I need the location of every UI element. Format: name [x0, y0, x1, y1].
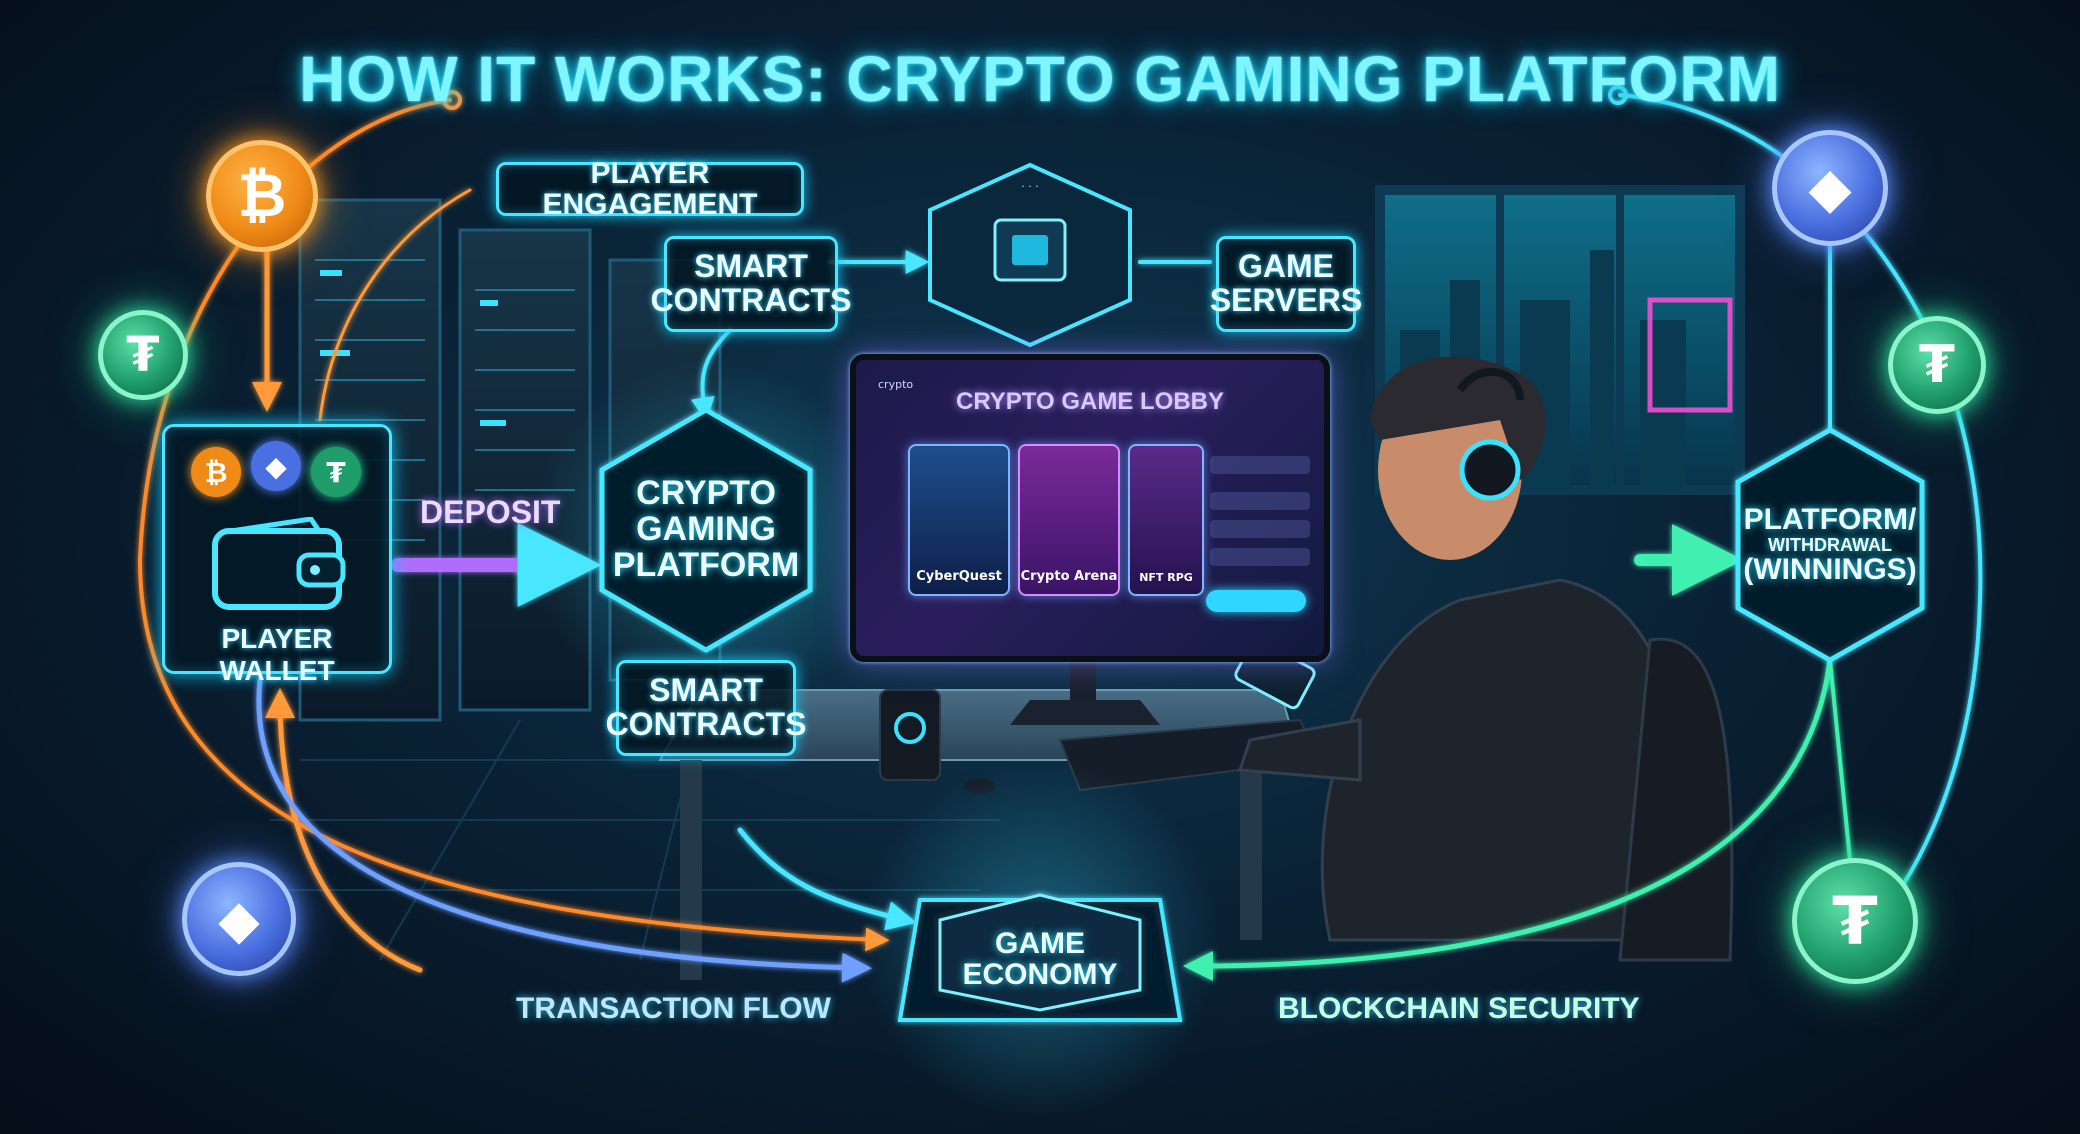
deposit-label: DEPOSIT: [420, 494, 561, 530]
game-servers-line-1: GAME: [1238, 248, 1334, 285]
withdrawal-line-1: PLATFORM/: [1743, 503, 1917, 537]
ethereum-symbol: ◆: [218, 887, 260, 951]
arrow-blockchain-security: [1183, 657, 1833, 981]
processor-icon: · · ·: [928, 162, 1132, 348]
platform-withdrawal-label: PLATFORM/ WITHDRAWAL (WINNINGS): [1738, 482, 1922, 608]
bitcoin-icon: ₿: [206, 140, 318, 252]
game-economy-line-1: GAME: [995, 926, 1085, 960]
game-card: CyberQuest: [908, 444, 1010, 596]
blockchain-security-caption: BLOCKCHAIN SECURITY: [1278, 992, 1640, 1025]
withdrawal-hexagon: [1735, 427, 1925, 663]
tether-symbol: ₮: [1832, 882, 1878, 960]
sidebar-item: [1210, 548, 1310, 566]
game-servers-label: GAME SERVERS: [1210, 236, 1362, 332]
smart-contracts-bottom-label: SMART CONTRACTS: [606, 660, 806, 756]
crypto-gaming-platform-label: CRYPTO GAMING PLATFORM: [606, 470, 806, 590]
bitcoin-symbol: ₿: [204, 455, 228, 489]
transaction-flow-caption: TRANSACTION FLOW: [516, 992, 831, 1025]
monitor-icon: crypto CRYPTO GAME LOBBY CyberQuest Cryp…: [850, 354, 1330, 662]
withdrawal-line-3: (WINNINGS): [1743, 553, 1917, 587]
arrow-engagement: [318, 188, 472, 422]
city-window: [1375, 185, 1745, 495]
ethereum-symbol: ◆: [265, 449, 287, 483]
sidebar-item: [1210, 492, 1310, 510]
game-economy-pedestal: [897, 893, 1183, 1022]
arrow-transaction-flow: [256, 677, 872, 983]
player-engagement-label: PLAYER ENGAGEMENT: [496, 157, 804, 220]
game-card-name: CyberQuest: [916, 569, 1002, 584]
ethereum-icon: ◆: [251, 441, 301, 491]
platform-line-2: GAMING: [636, 510, 776, 549]
smart-contracts-top-label: SMART CONTRACTS: [651, 236, 851, 332]
player-wallet-label: PLAYER WALLET: [219, 623, 335, 686]
screen-brand: crypto: [878, 378, 914, 391]
ethereum-icon: ◆: [182, 862, 296, 976]
tether-symbol: ₮: [326, 455, 346, 489]
game-card-name: NFT RPG: [1139, 571, 1193, 584]
platform-line-3: PLATFORM: [612, 545, 800, 584]
lobby-title: CRYPTO GAME LOBBY: [955, 388, 1225, 415]
gamer-figure: [1234, 356, 1734, 962]
wallet-icon: [212, 517, 346, 610]
tether-icon: ₮: [98, 310, 188, 400]
tether-icon-right-top: ₮: [1888, 316, 1986, 414]
sidebar-item: [1210, 520, 1310, 538]
game-card-name: Crypto Arena: [1020, 569, 1118, 584]
game-economy-line-2: ECONOMY: [962, 958, 1118, 991]
tether-symbol: ₮: [1918, 335, 1956, 395]
ethereum-icon-right: ◆: [1772, 130, 1888, 246]
platform-hexagon: [599, 407, 813, 653]
ethereum-symbol: ◆: [1808, 155, 1852, 221]
bitcoin-icon: ₿: [191, 447, 241, 497]
page-title: HOW IT WORKS: CRYPTO GAMING PLATFORM: [299, 43, 1781, 115]
smart-contracts-line-1: SMART: [694, 248, 808, 285]
smart-contracts-line-2: CONTRACTS: [605, 706, 807, 742]
tether-icon-right-bottom: ₮: [1792, 858, 1918, 984]
game-card: Crypto Arena: [1018, 444, 1120, 596]
line-withdrawal-to-usdt: [1828, 658, 1852, 862]
player-engagement-text: PLAYER ENGAGEMENT: [542, 156, 758, 221]
bitcoin-symbol: ₿: [237, 161, 287, 231]
lobby-play-button: [1206, 590, 1306, 612]
platform-line-1: CRYPTO: [636, 474, 776, 513]
tether-icon: ₮: [311, 447, 361, 497]
arrow-up-to-wallet: [265, 688, 423, 973]
arrow-contracts-to-platform: [690, 328, 732, 422]
smart-contracts-line-1: SMART: [649, 672, 763, 709]
game-card: NFT RPG: [1128, 444, 1204, 596]
tether-symbol: ₮: [126, 327, 160, 383]
svg-text:· · ·: · · ·: [1021, 180, 1038, 193]
arrow-platform-to-economy: [737, 827, 917, 931]
game-servers-line-2: SERVERS: [1209, 282, 1363, 318]
player-wallet-panel: ₿ ◆ ₮ PLAYER WALLET: [162, 424, 392, 686]
smart-contracts-line-2: CONTRACTS: [650, 282, 852, 318]
withdrawal-line-2: WITHDRAWAL: [1768, 534, 1892, 555]
sidebar-item: [1210, 456, 1310, 474]
game-economy-label: GAME ECONOMY: [946, 918, 1134, 1000]
